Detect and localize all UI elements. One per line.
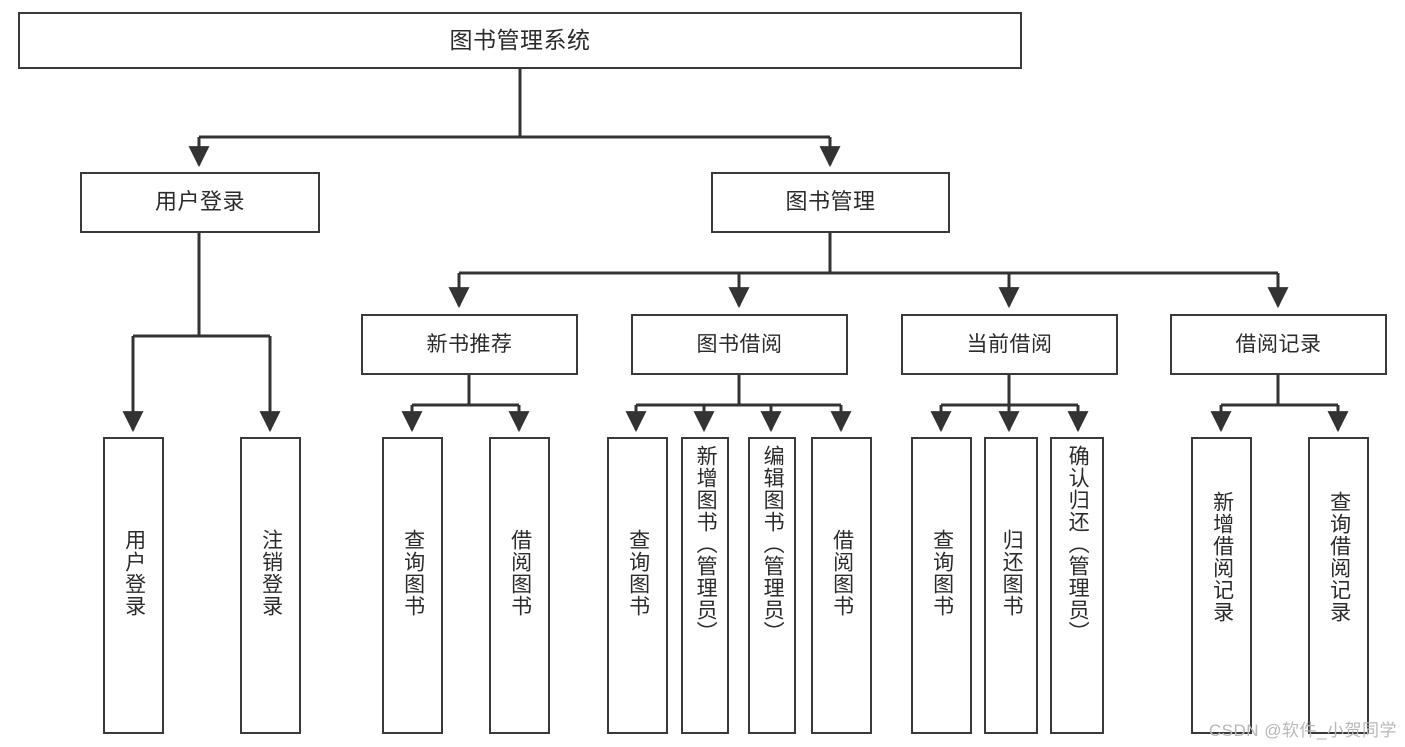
leaf-user-login-signout[interactable]: 注销登录 bbox=[240, 437, 301, 734]
node-label: 查询图书 bbox=[626, 529, 650, 617]
leaf-new-book-query[interactable]: 查询图书 bbox=[382, 437, 443, 734]
node-label: 借阅图书 bbox=[830, 529, 854, 617]
node-label: 图书管理系统 bbox=[449, 26, 591, 53]
node-user-login[interactable]: 用户登录 bbox=[80, 172, 320, 233]
node-label: 编辑图书（管理员） bbox=[761, 445, 785, 643]
node-new-book-recommend[interactable]: 新书推荐 bbox=[361, 314, 578, 375]
node-label: 新增借阅记录 bbox=[1210, 491, 1234, 623]
leaf-records-query[interactable]: 查询借阅记录 bbox=[1308, 437, 1369, 734]
leaf-book-borrow-edit-admin[interactable]: 编辑图书（管理员） bbox=[748, 437, 796, 734]
leaf-user-login-signin[interactable]: 用户登录 bbox=[103, 437, 164, 734]
node-label: 查询图书 bbox=[401, 529, 425, 617]
node-root-book-management-system[interactable]: 图书管理系统 bbox=[18, 12, 1022, 69]
node-label: 归还图书 bbox=[1000, 529, 1024, 617]
leaf-records-add[interactable]: 新增借阅记录 bbox=[1191, 437, 1252, 734]
watermark-text: CSDN @软件_小贺同学 bbox=[1208, 721, 1397, 740]
node-label: 查询借阅记录 bbox=[1327, 491, 1351, 623]
node-label: 注销登录 bbox=[259, 529, 283, 617]
node-current-borrow[interactable]: 当前借阅 bbox=[901, 314, 1118, 375]
leaf-book-borrow-borrow[interactable]: 借阅图书 bbox=[811, 437, 872, 734]
node-label: 新增图书（管理员） bbox=[694, 445, 718, 643]
node-label: 借阅图书 bbox=[508, 529, 532, 617]
node-label: 图书借阅 bbox=[696, 332, 783, 356]
leaf-new-book-borrow[interactable]: 借阅图书 bbox=[489, 437, 550, 734]
node-borrow-records[interactable]: 借阅记录 bbox=[1170, 314, 1387, 375]
leaf-book-borrow-add-admin[interactable]: 新增图书（管理员） bbox=[681, 437, 729, 734]
leaf-current-borrow-confirm-admin[interactable]: 确认归还（管理员） bbox=[1050, 437, 1104, 734]
node-label: 借阅记录 bbox=[1235, 332, 1322, 356]
leaf-current-borrow-query[interactable]: 查询图书 bbox=[911, 437, 972, 734]
node-label: 用户登录 bbox=[154, 189, 245, 215]
node-book-borrow[interactable]: 图书借阅 bbox=[631, 314, 848, 375]
node-label: 用户登录 bbox=[122, 529, 146, 617]
node-label: 新书推荐 bbox=[426, 332, 513, 356]
leaf-book-borrow-query[interactable]: 查询图书 bbox=[607, 437, 668, 734]
node-book-management[interactable]: 图书管理 bbox=[711, 172, 950, 233]
node-label: 当前借阅 bbox=[966, 332, 1053, 356]
node-label: 查询图书 bbox=[930, 529, 954, 617]
node-label: 确认归还（管理员） bbox=[1066, 445, 1090, 643]
leaf-current-borrow-return[interactable]: 归还图书 bbox=[984, 437, 1038, 734]
node-label: 图书管理 bbox=[785, 189, 876, 215]
